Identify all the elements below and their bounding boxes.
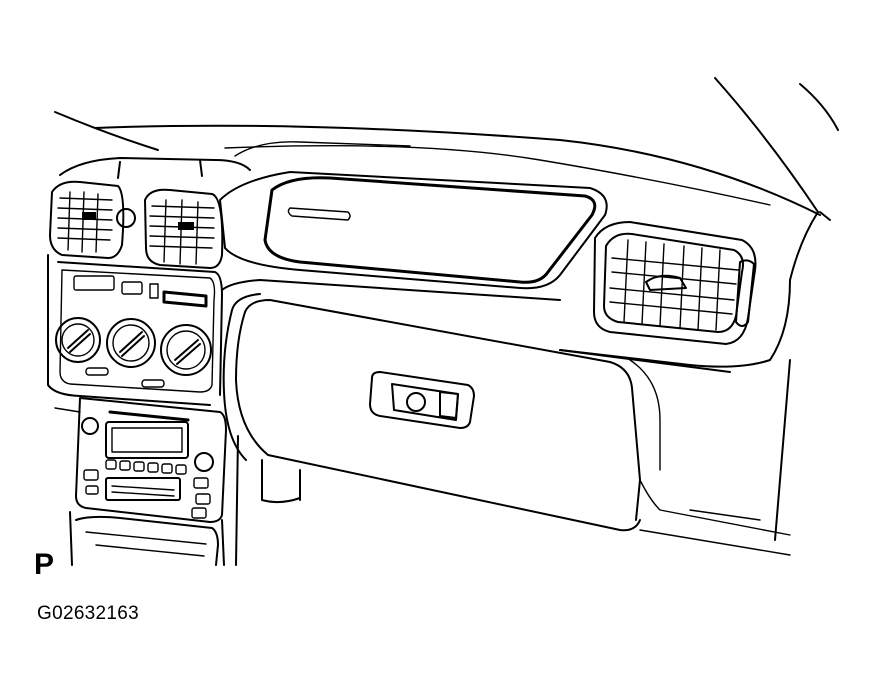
fan-speed-knob	[56, 318, 100, 362]
center-air-vent-left	[50, 182, 123, 258]
audio-head-unit	[76, 398, 226, 522]
figure-code: G02632163	[37, 603, 140, 624]
console-side-panel	[55, 408, 300, 565]
vent-thumbwheel	[117, 209, 135, 227]
climate-control-panel	[60, 270, 215, 392]
dashboard-top-surface	[60, 126, 830, 367]
glove-box-latch	[370, 372, 474, 428]
windshield-pillar-lines	[55, 78, 838, 212]
temperature-knob	[107, 319, 155, 367]
air-mode-knob	[161, 325, 211, 375]
glove-box-door	[224, 294, 790, 555]
preset-buttons	[106, 460, 186, 474]
airbag-cover	[220, 172, 607, 288]
lower-console-pocket	[70, 512, 224, 565]
center-console-bezel	[48, 255, 560, 405]
lower-dash-contour	[630, 360, 790, 540]
center-air-vent-right	[145, 190, 222, 268]
view-indicator-label: P	[34, 548, 55, 581]
passenger-air-vent	[594, 222, 755, 344]
